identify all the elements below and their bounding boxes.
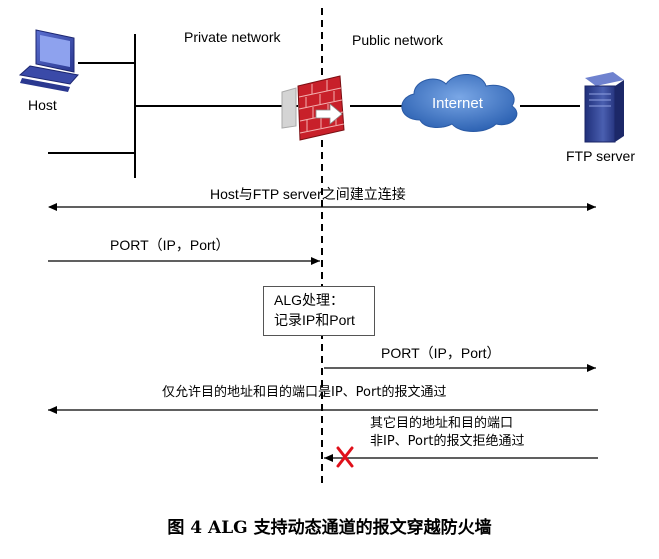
connect-label: Host与FTP server之间建立连接 — [210, 186, 406, 202]
allowed-label: 仅允许目的地址和目的端口是IP、Port的报文通过 — [162, 385, 447, 400]
reject-x-icon — [336, 446, 354, 468]
private-network-label: Private network — [184, 29, 281, 45]
firewall-icon — [281, 75, 345, 141]
figure-caption: 图 4 ALG 支持动态通道的报文穿越防火墙 — [167, 518, 492, 538]
rejected-label-line-2: 非IP、Port的报文拒绝通过 — [370, 434, 525, 449]
alg-line-1: ALG处理： — [274, 292, 345, 308]
ftp-server-label: FTP server — [566, 148, 635, 164]
port-request-label: PORT（IP，Port） — [110, 237, 230, 253]
port-forward-label: PORT（IP，Port） — [381, 345, 501, 361]
host-label: Host — [28, 97, 57, 113]
rejected-label-line-1: 其它目的地址和目的端口 — [370, 416, 514, 431]
server-icon — [584, 72, 624, 143]
computer-icon — [18, 29, 79, 92]
alg-processing-box: ALG处理： 记录IP和Port — [263, 286, 375, 336]
public-network-label: Public network — [352, 32, 444, 48]
alg-line-2: 记录IP和Port — [274, 312, 355, 328]
message-arrows — [48, 203, 598, 462]
cloud-icon — [401, 74, 518, 132]
internet-label: Internet — [432, 95, 483, 112]
topology-lines — [48, 34, 580, 178]
